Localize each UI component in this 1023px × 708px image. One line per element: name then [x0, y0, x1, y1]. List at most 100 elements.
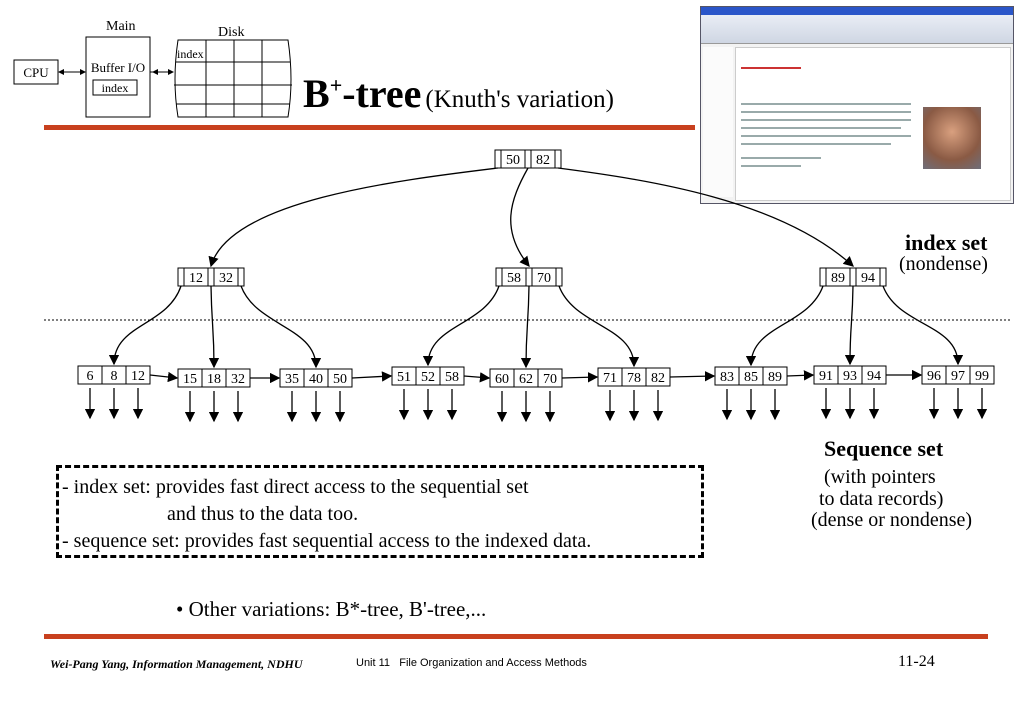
footer-unit: Unit 11 File Organization and Access Met… — [356, 657, 587, 669]
root-node-pointer-cell — [554, 149, 562, 169]
disk-label: Disk — [218, 25, 244, 40]
leaf-node-1-key: 8 — [111, 369, 118, 384]
index-node-3-key: 94 — [861, 271, 875, 286]
main-label: Main — [106, 19, 136, 34]
leaf-node-8-key: 94 — [867, 369, 881, 384]
leaf-node-6-key: 82 — [651, 371, 665, 386]
title-b: B — [303, 71, 330, 116]
leaf-node-4-key: 58 — [445, 370, 459, 385]
leaf-node-8-key: 91 — [819, 369, 833, 384]
index-child-pointer — [240, 285, 322, 369]
root-node-key: 82 — [536, 153, 550, 168]
leaf-node-6-key: 71 — [603, 371, 617, 386]
leaf-node-9-key: 97 — [951, 369, 965, 384]
index-child-pointer — [745, 285, 824, 367]
title-divider — [44, 125, 695, 130]
sequence-set-label: Sequence set — [824, 436, 944, 461]
root-child-pointer — [557, 167, 854, 267]
leaf-node-1-key: 12 — [131, 369, 145, 384]
sequence-link-arrow — [561, 372, 599, 383]
leaf-node-3-key: 35 — [285, 372, 299, 387]
architecture-sketch: CPU Main Buffer I/O index Disk index — [13, 19, 292, 118]
index-node-2-key: 70 — [537, 271, 551, 286]
leaf-node-5-key: 70 — [543, 372, 557, 387]
index-node-1-pointer-cell — [237, 267, 245, 287]
leaf-node-2-key: 32 — [231, 372, 245, 387]
leaf-node-9-cell — [969, 365, 995, 385]
disk-index-label: index — [177, 47, 204, 61]
index-node-1-key: 12 — [189, 271, 203, 286]
index-node-3-pointer-cell — [849, 267, 857, 287]
footer-unit-title: File Organization and Access Methods — [399, 657, 587, 669]
index-node-3-pointer-cell — [819, 267, 827, 287]
note-index-set: - index set: provides fast direct access… — [62, 476, 529, 498]
note-data-too: and thus to the data too. — [167, 503, 359, 525]
to-data-records-label: to data records) — [819, 488, 944, 510]
index-child-pointer — [208, 285, 220, 369]
sequence-link-arrow — [669, 371, 716, 382]
index-node-1-pointer-cell — [207, 267, 215, 287]
index-node-1-pointer-cell — [177, 267, 185, 287]
root-child-pointer — [510, 167, 530, 268]
root-node-pointer-cell — [524, 149, 532, 169]
leaf-node-8-key: 93 — [843, 369, 857, 384]
sequence-link-arrow — [149, 371, 179, 383]
footer-divider — [44, 634, 988, 639]
footer-author: Wei-Pang Yang, Information Management, N… — [50, 657, 303, 671]
bullet-dot: • — [176, 597, 189, 621]
leaf-node-6-key: 78 — [627, 371, 641, 386]
note-sequence-set: - sequence set: provides fast sequential… — [62, 530, 592, 552]
index-child-pointer — [558, 285, 640, 368]
index-node-2-pointer-cell — [495, 267, 503, 287]
sequence-link-arrow — [351, 371, 393, 382]
title-plus: + — [329, 72, 343, 98]
leaf-node-9-key: 96 — [927, 369, 941, 384]
index-child-pointer — [844, 285, 856, 366]
sequence-link-arrow — [463, 372, 491, 383]
leaf-node-3-key: 40 — [309, 372, 323, 387]
root-node-pointer-cell — [494, 149, 502, 169]
knuth-wikipedia-thumbnail — [700, 6, 1014, 204]
leaf-node-7-key: 89 — [768, 370, 782, 385]
cpu-box — [13, 59, 59, 85]
nondense-label: (nondense) — [899, 253, 988, 275]
buffer-label: Buffer I/O — [91, 60, 145, 75]
index-node-2-key: 58 — [507, 271, 521, 286]
thumbnail-titlebar — [701, 7, 1013, 15]
sequence-link-arrow — [786, 370, 815, 381]
leaf-node-5-key: 60 — [495, 372, 509, 387]
leaf-node-4-key: 52 — [421, 370, 435, 385]
dense-or-nondense-label: (dense or nondense) — [811, 509, 973, 531]
index-node-2-pointer-cell — [555, 267, 563, 287]
index-node-2-pointer-cell — [525, 267, 533, 287]
cpu-label: CPU — [23, 65, 49, 80]
index-child-pointer — [882, 285, 964, 366]
thumbnail-sidebar — [703, 47, 733, 197]
index-set-label: index set — [905, 230, 988, 255]
leaf-node-3-key: 50 — [333, 372, 347, 387]
bullet-text: Other variations: B*-tree, B'-tree,... — [188, 597, 487, 621]
index-node-3-key: 89 — [831, 271, 845, 286]
leaf-node-4-key: 51 — [397, 370, 411, 385]
leaf-node-1-key: 6 — [87, 369, 94, 384]
leaf-node-7-key: 85 — [744, 370, 758, 385]
index-child-pointer — [520, 285, 532, 369]
index-child-pointer — [422, 285, 500, 367]
slide-title: B+-tree (Knuth's variation) — [303, 70, 614, 117]
with-pointers-label: (with pointers — [824, 466, 936, 488]
title-subtitle: (Knuth's variation) — [425, 86, 614, 113]
index-child-pointer — [108, 285, 182, 366]
root-child-pointer — [208, 167, 499, 268]
knuth-photo — [923, 107, 981, 169]
root-node-key: 50 — [506, 153, 520, 168]
main-memory-box — [85, 36, 151, 118]
leaf-node-7-key: 83 — [720, 370, 734, 385]
index-node-1-key: 32 — [219, 271, 233, 286]
bullet-other-variations: • Other variations: B*-tree, B'-tree,... — [176, 597, 486, 622]
index-node-3-pointer-cell — [879, 267, 887, 287]
leaf-node-2-key: 18 — [207, 372, 221, 387]
thumbnail-toolbar — [701, 15, 1013, 44]
notes-box — [56, 465, 704, 558]
leaf-node-9-key: 99 — [975, 369, 989, 384]
